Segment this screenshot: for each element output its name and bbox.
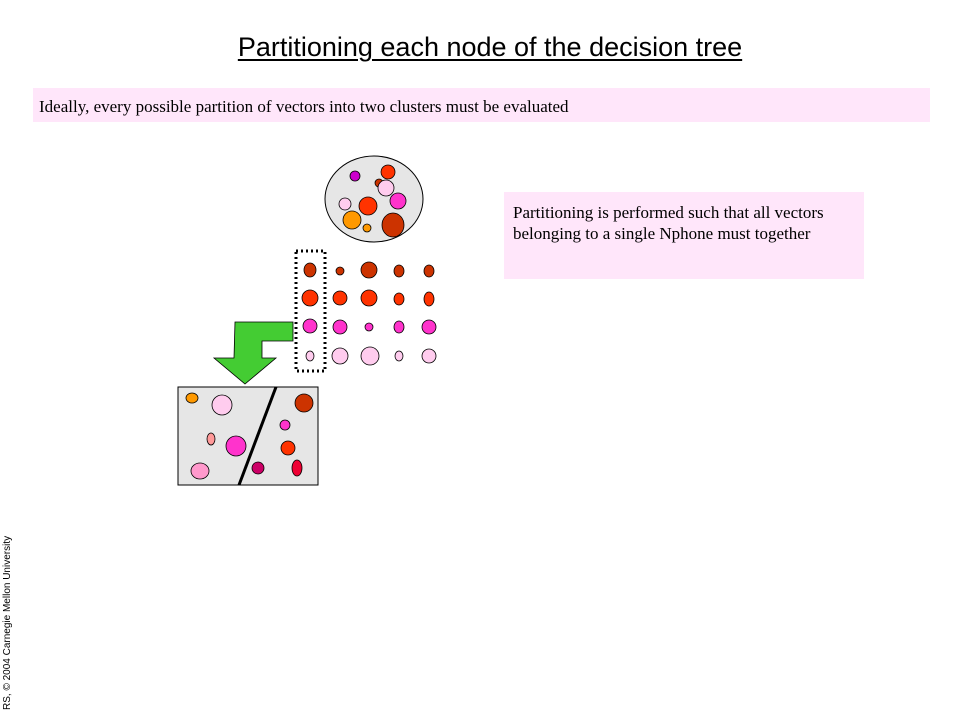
vector-dot	[251, 461, 265, 475]
partitioned-node	[177, 386, 319, 486]
vector-dot	[360, 261, 378, 279]
nphone-note: Partitioning is performed such that all …	[504, 192, 864, 279]
vector-dot	[423, 264, 435, 278]
slide-title: Partitioning each node of the decision t…	[237, 32, 743, 62]
green-down-arrow	[212, 321, 294, 385]
vector-dot	[381, 212, 405, 238]
vector-dot	[349, 170, 361, 182]
vector-dot	[302, 318, 318, 334]
vector-dot	[332, 319, 348, 335]
vector-dot	[332, 290, 348, 306]
vector-dot	[185, 392, 199, 404]
vector-dot	[364, 322, 374, 332]
vector-dot	[362, 223, 372, 233]
vector-dot	[279, 419, 291, 431]
vector-dot	[305, 350, 315, 362]
vector-dot	[206, 432, 216, 446]
vector-dot	[393, 292, 405, 306]
vector-dot	[303, 262, 317, 278]
vector-dot	[380, 164, 396, 180]
vector-dot	[421, 348, 437, 364]
vector-dot	[393, 320, 405, 334]
vector-dot	[360, 346, 380, 366]
nphone-grid	[301, 261, 437, 366]
vector-dot	[342, 210, 362, 230]
vector-dot	[335, 266, 345, 276]
vector-dot	[280, 440, 296, 456]
vector-dot	[225, 435, 247, 457]
vector-dot	[377, 179, 395, 197]
vector-dot	[389, 192, 407, 210]
vector-dot	[294, 393, 314, 413]
vector-dot	[421, 319, 437, 335]
vector-dot	[423, 291, 435, 307]
vector-dot	[331, 347, 349, 365]
vector-dot	[190, 462, 210, 480]
vector-dot	[394, 350, 404, 362]
vector-dot	[393, 264, 405, 278]
vector-dot	[291, 459, 303, 477]
vector-dot	[211, 394, 233, 416]
vector-dot	[358, 196, 378, 216]
evaluation-note: Ideally, every possible partition of vec…	[33, 88, 930, 122]
partition-line	[237, 386, 278, 486]
vector-dot	[360, 289, 378, 307]
vector-dot	[301, 289, 319, 307]
vector-dot	[338, 197, 352, 211]
parent-node	[324, 155, 424, 243]
